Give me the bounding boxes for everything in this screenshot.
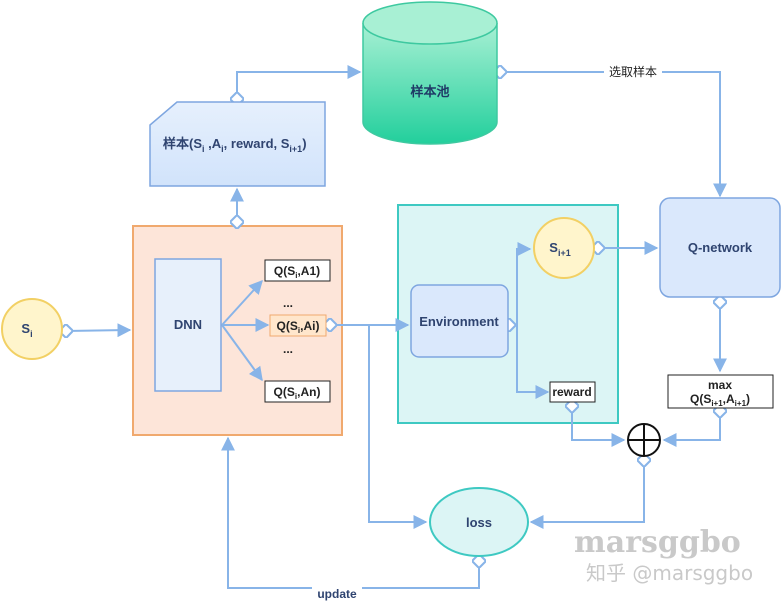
q-network-node: Q-network [659,197,781,298]
edge-si-to-dnn [66,330,130,331]
svg-text:DNN: DNN [174,317,202,332]
dnn-node: DNN [154,258,222,392]
svg-text:Environment: Environment [419,314,499,329]
edge-environment-to-reward [516,325,550,399]
edge-maxq-to-plus [664,411,720,440]
edge-label-update: update [317,587,357,601]
watermark-handle: 知乎 @marsggbo [586,561,753,585]
sample-pool-cylinder: 样本池 [362,1,498,145]
plus-sum-icon [627,423,661,457]
reward-node: reward [549,381,596,403]
q-a1-output: Q(Si,A1) [264,259,331,282]
dots-top: ... [283,296,293,310]
svg-text:Q(Si+1,Ai+1): Q(Si+1,Ai+1) [690,392,750,408]
svg-text:Q(Si,An): Q(Si,An) [274,385,321,401]
svg-text:Q(Si,A1): Q(Si,A1) [274,264,320,280]
svg-text:max: max [708,378,732,392]
svg-text:reward: reward [552,385,591,399]
edge-sample-to-pool [237,72,360,99]
sample-tuple-node: 样本(Si ,Ai, reward, Si+1) [149,101,326,187]
edge-pool-to-qnetwork [500,72,720,196]
svg-text:Q(Si,Ai): Q(Si,Ai) [277,319,320,335]
svg-text:样本池: 样本池 [410,84,449,99]
environment-node: Environment [410,284,509,358]
edge-dnn-to-q-a1 [221,279,263,326]
edge-plus-to-loss [531,460,644,522]
svg-text:样本(Si ,Ai, reward, Si+1): 样本(Si ,Ai, reward, Si+1) [163,136,307,154]
state-si-node: Si [1,298,63,360]
edge-reward-to-plus [572,406,624,440]
watermark: marsggbo 知乎 @marsggbo [574,525,753,585]
state-si-next-node: Si+1 [533,217,595,279]
svg-text:loss: loss [466,515,492,530]
edge-environment-to-si1 [509,249,530,325]
q-an-output: Q(Si,An) [264,380,331,403]
max-q-node: max Q(Si+1,Ai+1) [667,374,774,409]
edge-label-select-sample: 选取样本 [609,64,657,79]
watermark-name: marsggbo [574,525,741,560]
dots-bottom: ... [283,342,293,356]
svg-text:Si: Si [21,321,32,339]
loss-node: loss [429,487,529,557]
q-ai-output: Q(Si,Ai) [269,314,327,337]
svg-text:Si+1: Si+1 [549,240,570,258]
edge-dnn-to-q-an [221,324,263,382]
svg-text:Q-network: Q-network [688,240,753,255]
